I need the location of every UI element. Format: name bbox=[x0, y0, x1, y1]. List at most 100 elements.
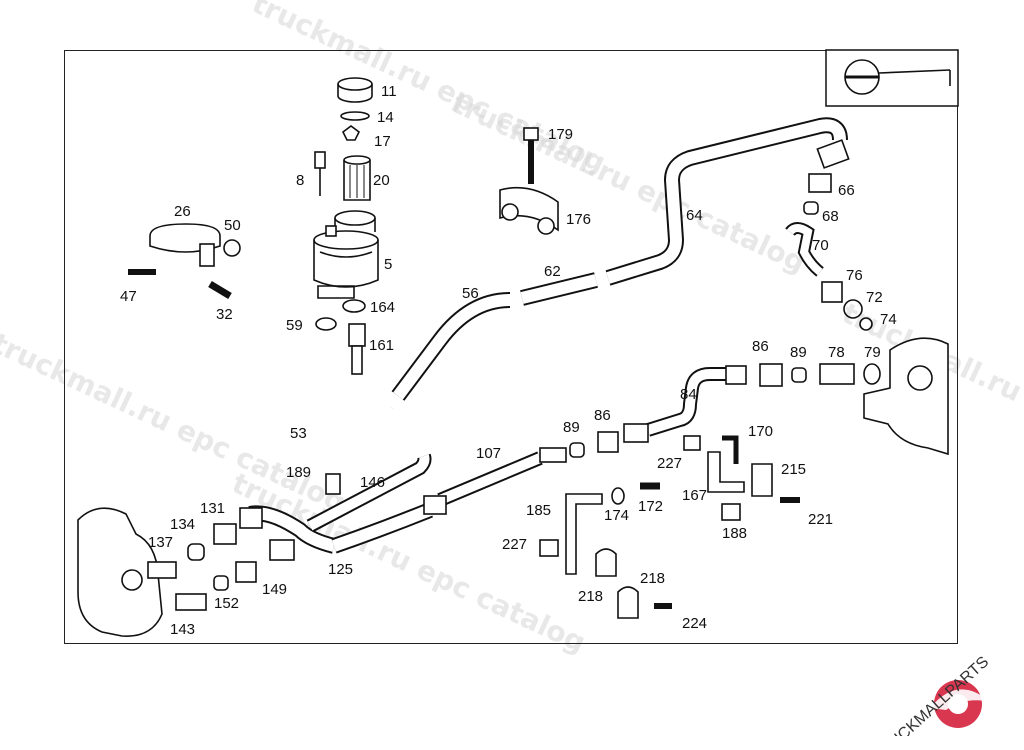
dipstick bbox=[314, 151, 326, 196]
bolt bbox=[208, 280, 232, 300]
union-nut bbox=[725, 365, 747, 385]
callout-label: 5 bbox=[384, 256, 392, 273]
callout-label: 17 bbox=[374, 133, 391, 150]
hose-clamp bbox=[595, 548, 617, 577]
callout-label: 59 bbox=[286, 317, 303, 334]
callout-label: 188 bbox=[722, 525, 747, 542]
callout-label: 56 bbox=[462, 285, 479, 302]
reservoir-cap bbox=[337, 77, 373, 103]
callout-label: 218 bbox=[640, 570, 665, 587]
seal-ring bbox=[859, 317, 873, 331]
callout-label: 76 bbox=[846, 267, 863, 284]
union-nut bbox=[821, 281, 843, 303]
callout-label: 107 bbox=[476, 445, 501, 462]
callout-label: 161 bbox=[369, 337, 394, 354]
hose-clamp bbox=[617, 586, 639, 619]
nut bbox=[539, 539, 559, 557]
hose-end bbox=[539, 447, 567, 463]
callout-label: 227 bbox=[502, 536, 527, 553]
diagram-frame bbox=[64, 50, 958, 644]
callout-label: 8 bbox=[296, 172, 304, 189]
sleeve bbox=[803, 201, 819, 215]
callout-label: 84 bbox=[680, 386, 697, 403]
pipe-clamp bbox=[499, 186, 559, 235]
callout-label: 86 bbox=[594, 407, 611, 424]
union-nut bbox=[213, 523, 237, 545]
hose-clamp bbox=[342, 299, 366, 313]
callout-label: 179 bbox=[548, 126, 573, 143]
callout-label: 164 bbox=[370, 299, 395, 316]
callout-label: 137 bbox=[148, 534, 173, 551]
banjo-bolt bbox=[147, 561, 177, 579]
hose-end bbox=[239, 507, 263, 529]
callout-label: 79 bbox=[864, 344, 881, 361]
steering-wheel-icon bbox=[825, 49, 959, 107]
callout-label: 189 bbox=[286, 464, 311, 481]
union-nut bbox=[597, 431, 619, 453]
callout-label: 146 bbox=[360, 474, 385, 491]
callout-label: 66 bbox=[838, 182, 855, 199]
callout-label: 26 bbox=[174, 203, 191, 220]
bolt bbox=[523, 127, 539, 184]
mounting-band bbox=[149, 223, 241, 267]
callout-label: 70 bbox=[812, 237, 829, 254]
callout-label: 224 bbox=[682, 615, 707, 632]
bracket bbox=[707, 451, 745, 493]
callout-label: 78 bbox=[828, 344, 845, 361]
callout-label: 62 bbox=[544, 263, 561, 280]
hose-end bbox=[269, 539, 295, 561]
bracket bbox=[565, 493, 603, 575]
adapter-fitting bbox=[819, 363, 855, 385]
callout-label: 125 bbox=[328, 561, 353, 578]
union-nut bbox=[623, 423, 649, 443]
power-steering-pump bbox=[77, 507, 163, 637]
union-nut bbox=[808, 173, 832, 193]
callout-label: 32 bbox=[216, 306, 233, 323]
hose-fitting bbox=[348, 323, 366, 375]
oil-reservoir bbox=[313, 210, 379, 299]
callout-label: 89 bbox=[790, 344, 807, 361]
nut bbox=[683, 435, 701, 451]
sleeve bbox=[791, 367, 807, 383]
spring-washer bbox=[341, 125, 361, 141]
callout-label: 185 bbox=[526, 502, 551, 519]
callout-label: 68 bbox=[822, 208, 839, 225]
callout-label: 74 bbox=[880, 311, 897, 328]
callout-label: 20 bbox=[373, 172, 390, 189]
union-nut bbox=[816, 139, 850, 169]
callout-label: 47 bbox=[120, 288, 137, 305]
seal-ring bbox=[843, 299, 863, 319]
brand-logo: TRUCKMALLPARTS bbox=[870, 653, 992, 736]
callout-label: 72 bbox=[866, 289, 883, 306]
union-nut bbox=[235, 561, 257, 583]
hose-clamp bbox=[315, 317, 337, 331]
callout-label: 134 bbox=[170, 516, 195, 533]
callout-label: 89 bbox=[563, 419, 580, 436]
filter-insert bbox=[343, 155, 371, 201]
callout-label: 131 bbox=[200, 500, 225, 517]
hose-end bbox=[423, 495, 447, 515]
callout-label: 218 bbox=[578, 588, 603, 605]
steering-gear-box bbox=[863, 337, 949, 456]
nut bbox=[721, 503, 741, 521]
callout-label: 53 bbox=[290, 425, 307, 442]
callout-label: 221 bbox=[808, 511, 833, 528]
callout-label: 215 bbox=[781, 461, 806, 478]
callout-label: 176 bbox=[566, 211, 591, 228]
banjo-bolt bbox=[175, 593, 207, 611]
callout-label: 174 bbox=[604, 507, 629, 524]
callout-label: 50 bbox=[224, 217, 241, 234]
callout-label: 227 bbox=[657, 455, 682, 472]
callout-label: 172 bbox=[638, 498, 663, 515]
washer bbox=[611, 487, 625, 505]
union-nut bbox=[759, 363, 783, 387]
callout-label: 14 bbox=[377, 109, 394, 126]
sleeve bbox=[213, 575, 229, 591]
clip bbox=[325, 473, 341, 495]
gear-logo-icon bbox=[930, 680, 990, 728]
bracket bbox=[751, 463, 773, 497]
callout-label: 11 bbox=[381, 83, 397, 100]
callout-label: 170 bbox=[748, 423, 773, 440]
callout-label: 143 bbox=[170, 621, 195, 638]
